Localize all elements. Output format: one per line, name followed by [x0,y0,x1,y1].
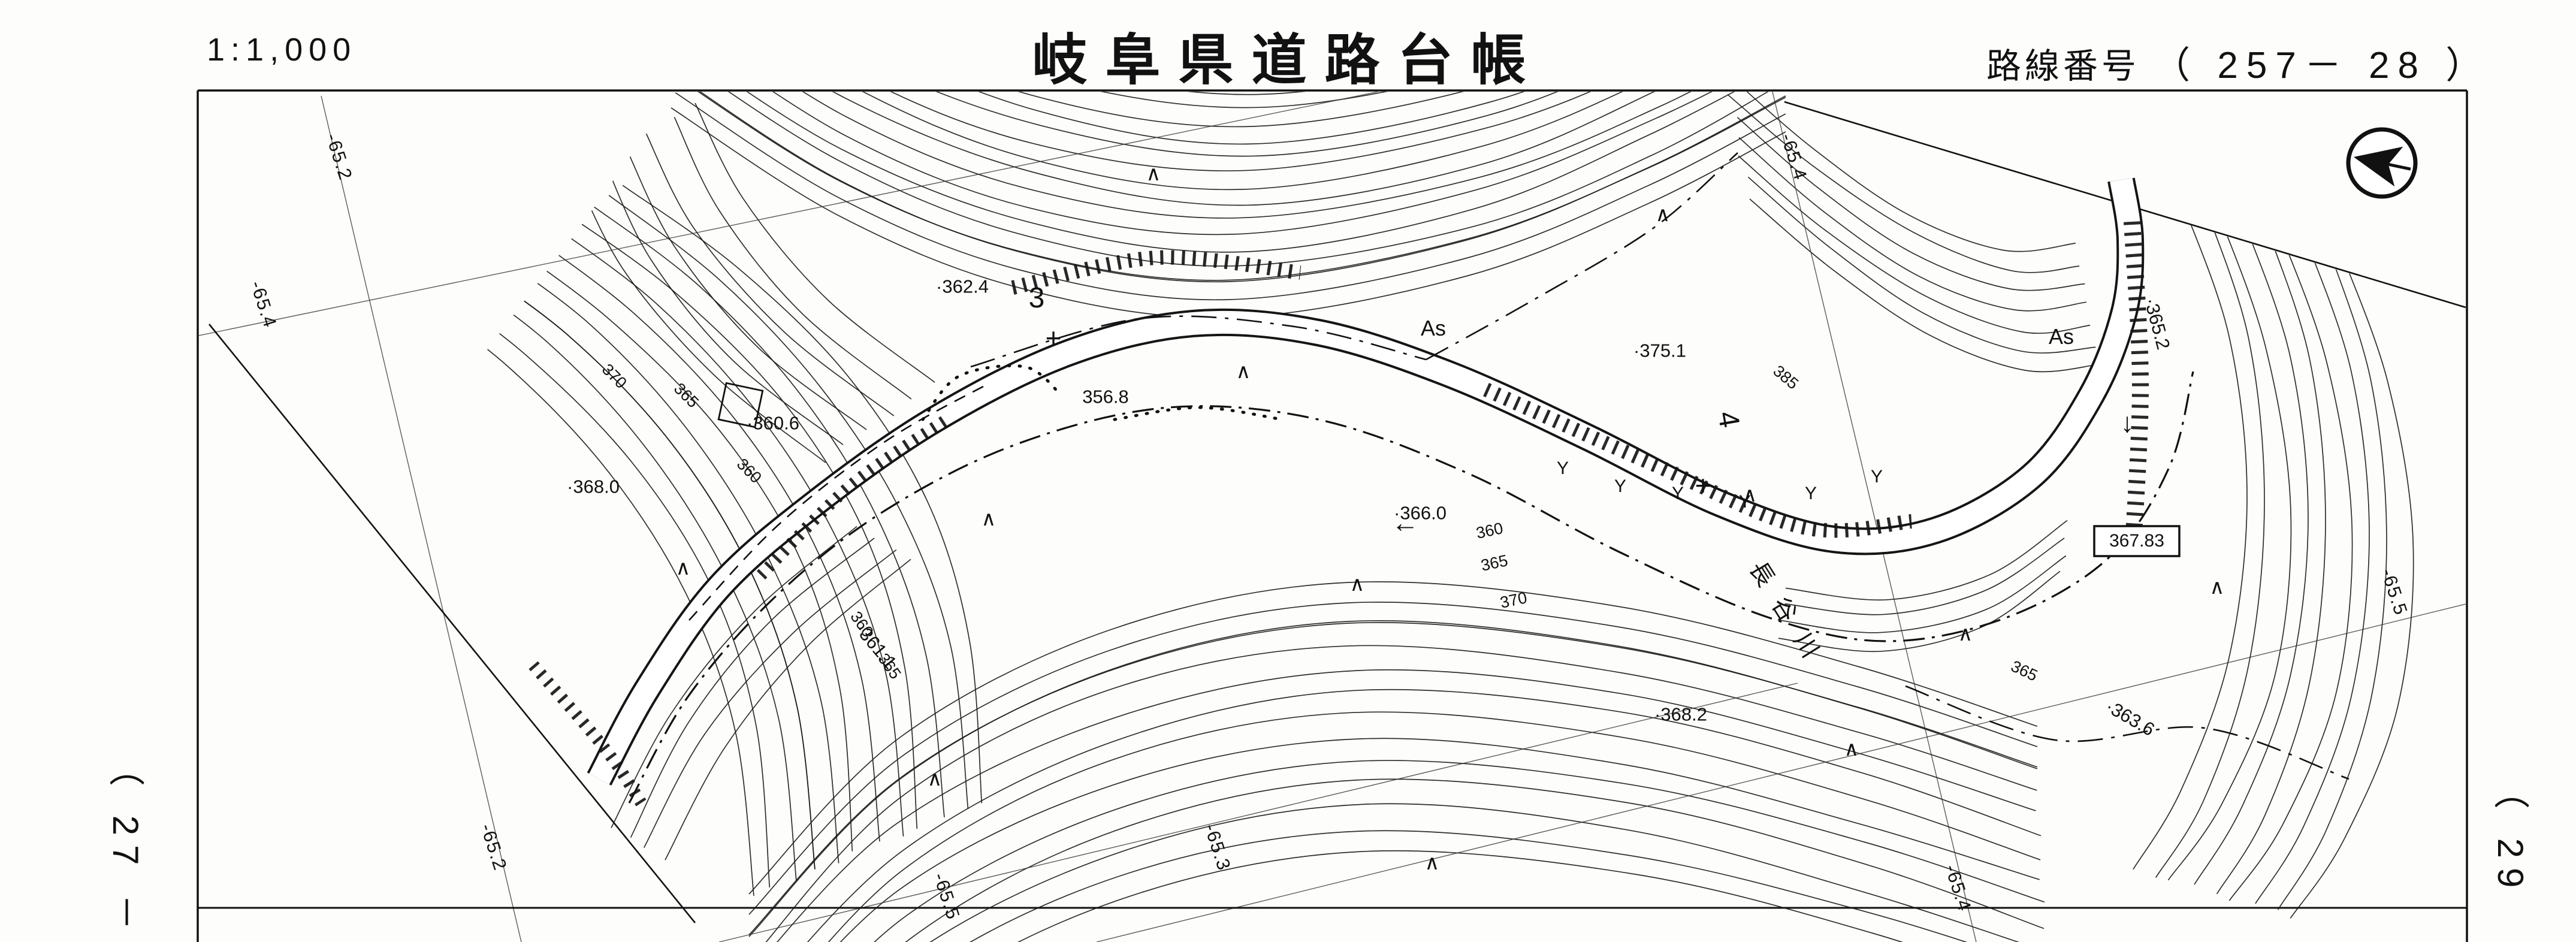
river-line [628,371,2194,804]
route-number-label: 路線番号 [1986,47,2140,86]
embankment-hatch [529,221,2149,807]
road-line [587,177,2145,786]
map-scale: 1:1,000 [207,32,357,68]
boundary-chain-lines [921,152,2349,780]
route-number-value: （ 257－ 28 ） [2153,45,2492,86]
north-arrow-icon [2346,127,2418,199]
grid-and-boundary-lines [199,92,2466,942]
page-title: 岐阜県道路台帳 [1032,30,1544,91]
map-frame [197,89,2468,942]
route-number-box: 路線番号 （ 257－ 28 ） [1986,35,2491,89]
